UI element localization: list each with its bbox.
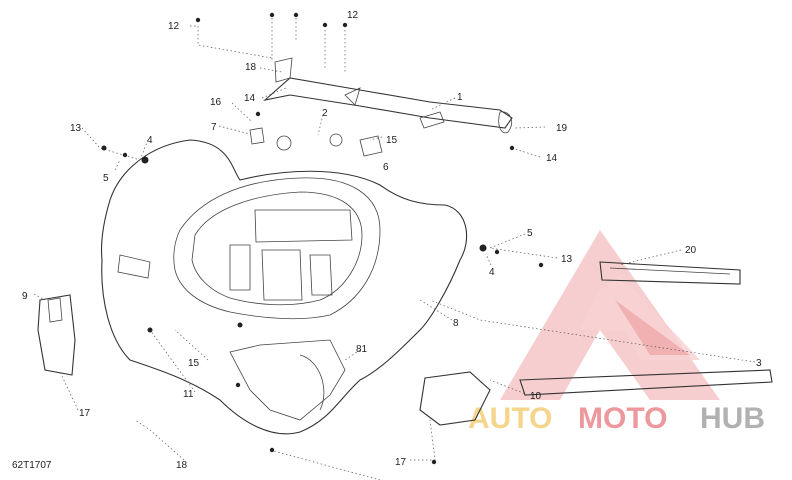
bolt-marker: [255, 111, 261, 117]
callout-label: 14: [244, 93, 256, 104]
callout-label: 17: [395, 457, 407, 468]
callout-label: 18: [245, 62, 257, 73]
callout-label: 5: [527, 228, 533, 239]
body-shell: [100, 139, 468, 435]
callout-label: 15: [188, 358, 200, 369]
callout-label: 1: [457, 92, 463, 103]
handlebar-assembly: [249, 57, 513, 157]
bolt-marker: [269, 447, 275, 453]
callout-label: 4: [489, 267, 495, 278]
bolt-marker: [538, 262, 544, 268]
bolt-marker: [293, 12, 299, 18]
leader-lines: [33, 18, 756, 480]
callout-label: 6: [383, 162, 389, 173]
fasteners: [101, 12, 544, 465]
callout-label: 20: [685, 245, 697, 256]
callout-label: 12: [168, 21, 180, 32]
callout-label: 14: [546, 153, 558, 164]
bolt-marker: [322, 22, 328, 28]
callout-label: 2: [322, 108, 328, 119]
bolt-marker: [122, 152, 128, 158]
callout-label: 12: [347, 10, 359, 21]
callout-label: 16: [210, 97, 222, 108]
bolt-marker: [235, 382, 241, 388]
callout-label: 18: [176, 460, 188, 471]
callout-label: 17: [79, 408, 91, 419]
callout-labels: 12 12 18 14 16 2 1 7 15 19 13 4 5 6 14 5…: [22, 10, 762, 471]
callout-label: 8: [453, 318, 459, 329]
callout-label: 13: [561, 254, 573, 265]
watermark-triangle-inner: [580, 275, 700, 360]
callout-label: 9: [22, 291, 28, 302]
watermark-triangle-accent: [615, 300, 690, 355]
bolt-marker: [195, 17, 201, 23]
side-panels: [37, 261, 773, 426]
watermark-text-auto: AUTO: [468, 402, 552, 435]
bolt-marker: [509, 145, 515, 151]
bolt-marker: [269, 12, 275, 18]
washer-marker: [479, 244, 487, 252]
callout-label: 15: [386, 135, 398, 146]
watermark-text-hub: HUB: [700, 402, 765, 435]
callout-label: 81: [356, 344, 368, 355]
callout-label: 5: [103, 173, 109, 184]
callout-label: 7: [211, 122, 217, 133]
callout-label: 13: [70, 123, 82, 134]
watermark-logo: AUTO MOTO HUB: [468, 230, 765, 435]
bolt-marker: [342, 22, 348, 28]
bolt-marker: [237, 322, 243, 328]
bolt-marker: [431, 459, 437, 465]
callout-label: 19: [556, 123, 568, 134]
washer-marker: [141, 156, 149, 164]
bolt-marker: [101, 145, 107, 151]
callout-label: 4: [147, 135, 153, 146]
callout-label: 3: [756, 358, 762, 369]
callout-label: 10: [530, 391, 542, 402]
figure-code: 62T1707: [12, 460, 52, 471]
bolt-marker: [494, 249, 500, 255]
watermark-text-moto: MOTO: [578, 402, 667, 435]
callout-label: 11: [183, 389, 194, 400]
bolt-marker: [147, 327, 153, 333]
